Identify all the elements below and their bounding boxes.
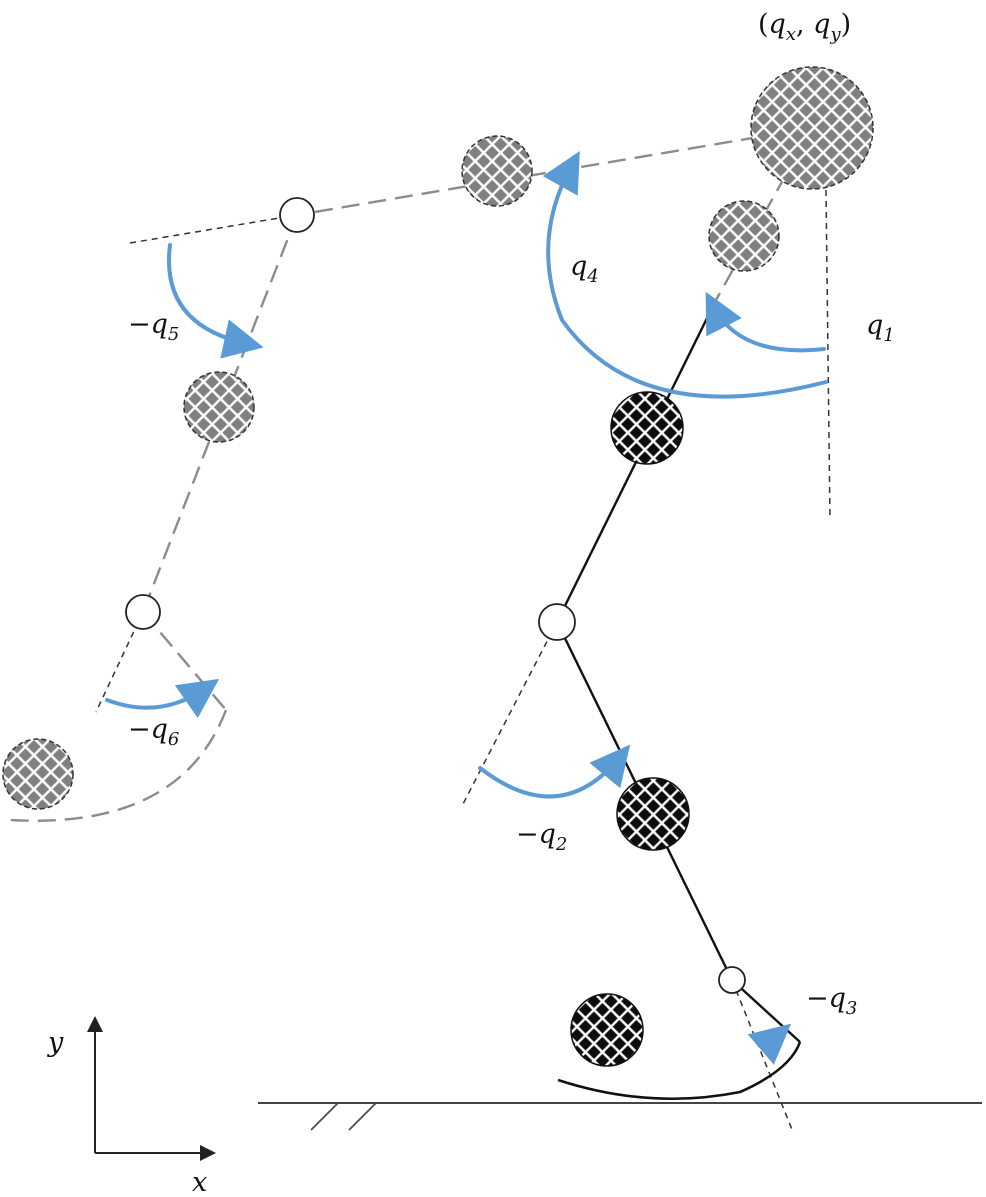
ankle-extension-reference (731, 979, 794, 1133)
torso-link (296, 126, 813, 217)
q5-arc-arrow (167, 243, 264, 359)
stance-thigh-mass (610, 391, 684, 465)
stance-knee-extension-reference (461, 621, 558, 807)
torso-mass (461, 135, 533, 207)
x-axis-label: x (192, 1167, 207, 1197)
swing-foot-mass (2, 738, 74, 810)
hip-vertical-reference (825, 189, 831, 521)
coordinate-axes: y x (47, 1016, 216, 1197)
swing-hip-horizontal-reference (129, 214, 298, 244)
q2-arc-arrow (478, 744, 631, 799)
ground-hatch-mark (310, 1102, 339, 1131)
q1-arc-arrow (705, 291, 826, 353)
y-axis-label: y (47, 1027, 64, 1058)
swing-thigh-link (141, 214, 299, 613)
swing-knee-extension-reference (95, 611, 144, 713)
stance-shank-mass (616, 777, 690, 851)
q6-label: −q6 (128, 714, 179, 750)
angle-arrows (105, 151, 828, 1065)
swing-leg (9, 126, 813, 822)
joints (125, 197, 746, 994)
q3-label: −q3 (806, 983, 857, 1019)
base-point-label: (qx, qy) (758, 9, 851, 45)
stance-foot-mass (570, 993, 644, 1067)
q4-label: q4 (570, 251, 599, 287)
swing-knee-joint (125, 594, 161, 630)
q1-label: q1 (866, 310, 895, 346)
q6-arc-arrow (105, 678, 220, 719)
stance-upper-thigh-mass (708, 200, 780, 272)
stance-knee-joint (538, 603, 576, 641)
ground (258, 1102, 982, 1131)
q4-arc-arrow (542, 151, 828, 399)
swing-shank-link (142, 611, 227, 711)
q5-label: −q5 (128, 309, 179, 345)
q2-label: −q2 (516, 819, 567, 855)
swing-thigh-mass (183, 371, 255, 443)
ground-hatch-mark (348, 1102, 377, 1131)
q3-arc-arrow (747, 1023, 792, 1065)
masses (2, 66, 874, 1067)
labels: (qx, qy) q1 q4 −q5 −q6 −q2 −q3 (128, 9, 895, 1019)
stance-ankle-joint (718, 966, 746, 994)
swing-foot-arc (9, 709, 228, 822)
swing-hip-joint (279, 197, 315, 233)
hip-mass (750, 66, 874, 190)
reference-lines (95, 189, 831, 1133)
